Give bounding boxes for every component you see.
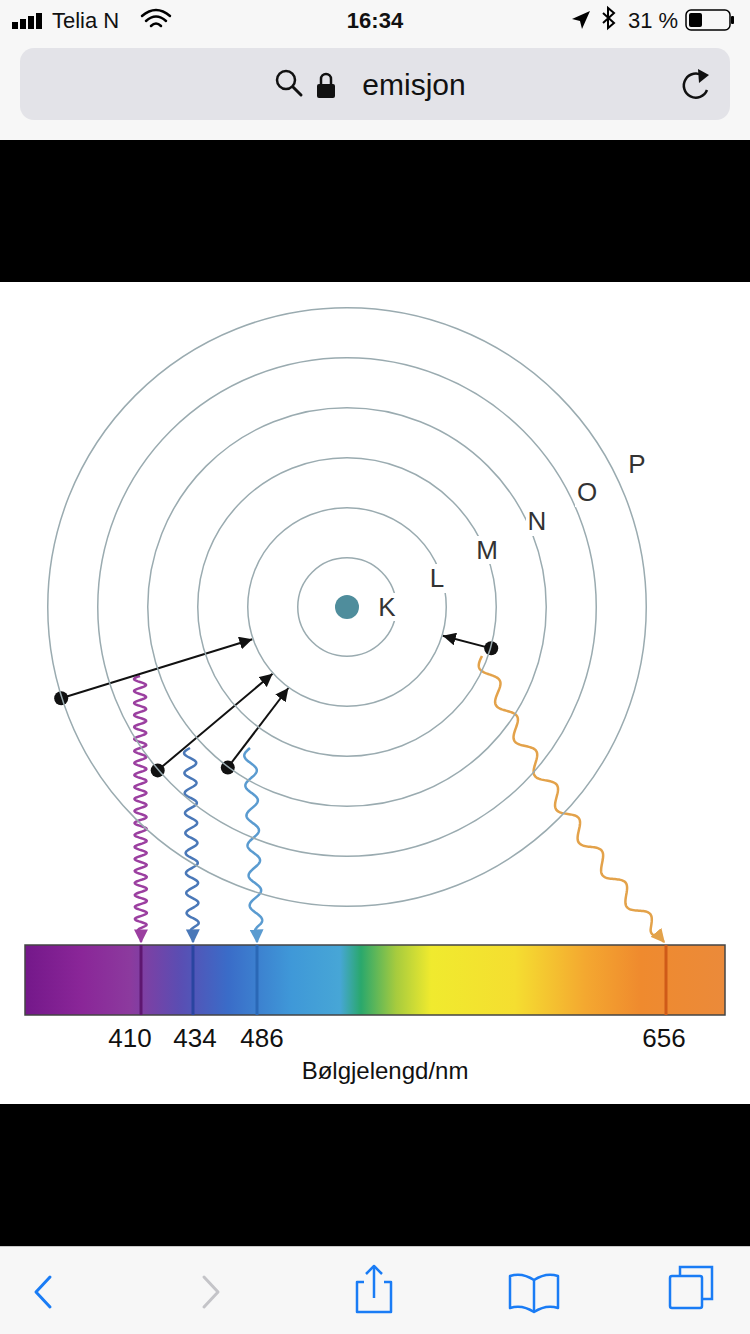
shell-letter: K (376, 593, 397, 622)
wavelength-value: 410 (108, 1024, 151, 1054)
browser-header (0, 0, 750, 140)
shell-letter: O (575, 478, 599, 507)
clock-time: 16:34 (347, 8, 403, 33)
orbit-circle (48, 308, 647, 907)
battery-icon (686, 10, 734, 30)
orbit-outline-layer (47, 307, 647, 907)
wavelength-value: 656 (642, 1024, 685, 1054)
transition-arrow (228, 688, 289, 768)
battery-nub (731, 16, 734, 24)
black-band (0, 1104, 750, 1246)
forward-icon (204, 1277, 218, 1307)
wifi-arc (151, 24, 161, 27)
tab-front (670, 1276, 702, 1308)
address-bar-shape (20, 48, 730, 120)
black-band (0, 140, 750, 282)
carrier-name: Telia N (52, 8, 119, 33)
orbit-circle (148, 408, 547, 807)
photon-wave (479, 656, 664, 942)
tab-back (680, 1267, 712, 1299)
signal-bar (36, 13, 42, 29)
signal-bar (20, 19, 26, 29)
shell-letter: L (428, 564, 446, 593)
lock-shackle (321, 74, 331, 85)
battery-percent: 31 % (628, 8, 678, 33)
battery-level (689, 13, 702, 27)
photon-wave (184, 748, 199, 942)
shell-letter: N (526, 507, 549, 536)
spectral-line (665, 945, 668, 1015)
signal-icon (12, 13, 42, 29)
wifi-icon (142, 10, 170, 26)
reload-icon (684, 69, 709, 98)
bluetooth-icon (603, 8, 614, 28)
toolbar (0, 1246, 750, 1334)
orbit-outline-layer (147, 407, 547, 807)
orbit-outline-layer (247, 507, 447, 707)
nucleus (335, 595, 359, 619)
image-ground (0, 282, 750, 1104)
shell-letter: M (474, 536, 500, 565)
electron-group (54, 641, 498, 777)
share-icon (357, 1266, 391, 1312)
wavelength-value: 434 (173, 1024, 216, 1054)
share-stem (373, 1266, 376, 1298)
address-bar: emisjon (20, 48, 730, 120)
transition-arrow (158, 674, 273, 771)
book-cover (510, 1275, 558, 1312)
address-text: emisjon (362, 68, 465, 101)
spectral-line (192, 945, 195, 1015)
book-spine (533, 1280, 536, 1312)
lock-icon (317, 74, 335, 98)
orbit-outline-layer (97, 357, 597, 857)
transition-arrow (61, 639, 252, 698)
orbit-shell: K (297, 557, 397, 657)
orbit-shell: KL (247, 507, 447, 707)
wavelength-value: 486 (240, 1024, 283, 1054)
orbit-circle (198, 458, 497, 757)
photon-group (134, 656, 664, 942)
orbit-shell: KLMNOP (47, 307, 647, 907)
reload-head (698, 69, 709, 83)
spectral-line (256, 945, 259, 1015)
battery-case (686, 10, 730, 30)
wifi-arc (146, 17, 166, 22)
photon-wave (244, 748, 262, 942)
back-icon (36, 1277, 50, 1307)
orbit-outline-layer (297, 557, 397, 657)
orbit-shell: KLM (197, 457, 497, 757)
transition-arrow (443, 636, 491, 649)
orbit-circle (298, 558, 397, 657)
spectrum (25, 945, 725, 1015)
orbit-shell: KLMN (147, 407, 547, 807)
share-head (366, 1266, 382, 1274)
signal-bar (28, 16, 34, 29)
toolbar-border (0, 1246, 750, 1247)
search-icon (277, 71, 301, 95)
spectrum-bar (25, 945, 725, 1015)
spectral-line (140, 945, 143, 1015)
axis-title: Bølgjelengd/nm (302, 1057, 469, 1085)
orbit-shell: KLMNO (97, 357, 597, 857)
search-handle (293, 87, 301, 95)
location-icon (572, 11, 590, 29)
orbit-circle (248, 508, 447, 707)
orbit-outline-layer (197, 457, 497, 757)
photon-wave (134, 676, 147, 942)
wifi-arc (142, 10, 170, 16)
shell-letter: P (626, 450, 647, 479)
orbit-circle (98, 358, 597, 857)
signal-bar (12, 22, 18, 29)
tabs-icon (670, 1267, 712, 1308)
lock-body (317, 84, 335, 98)
book-icon (510, 1275, 558, 1312)
